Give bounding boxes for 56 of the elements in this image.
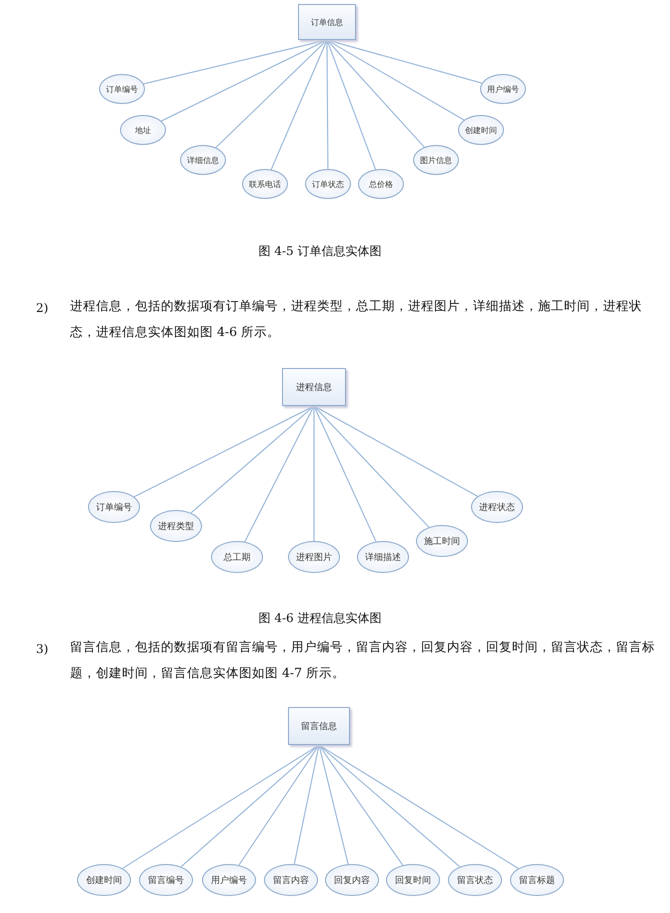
- figure-caption: 图 4-6 进程信息实体图: [258, 610, 382, 627]
- entity-box: 订单信息: [298, 4, 356, 40]
- attribute-ellipse: 地址: [120, 115, 166, 145]
- attribute-ellipse: 进程状态: [471, 491, 523, 523]
- attribute-ellipse: 回复内容: [325, 864, 379, 896]
- list-number: 2): [36, 300, 50, 317]
- list-number: 3): [36, 641, 50, 658]
- connector-line: [318, 744, 349, 865]
- attribute-ellipse: 留言标题: [510, 864, 564, 896]
- connector-line: [270, 40, 328, 170]
- attribute-ellipse: 留言状态: [448, 864, 502, 896]
- connector-line: [122, 744, 320, 869]
- connector-line: [180, 744, 320, 868]
- connector-line: [326, 40, 464, 120]
- connector-line: [143, 40, 328, 84]
- attribute-ellipse: 订单编号: [88, 491, 140, 523]
- paragraph: 留言信息，包括的数据项有留言编号，用户编号，留言内容，回复内容，回复时间，留言状态，留言标题，创建时间，留言信息实体图如图 4-7 所示。: [70, 638, 656, 682]
- attribute-ellipse: 图片信息: [413, 145, 459, 175]
- attribute-ellipse: 创建时间: [77, 864, 131, 896]
- attribute-ellipse: 详细描述: [357, 541, 409, 573]
- attribute-ellipse: 回复时间: [386, 864, 440, 896]
- connector-line: [326, 40, 376, 170]
- figure-caption: 图 4-5 订单信息实体图: [258, 243, 382, 260]
- connector-line: [190, 406, 314, 514]
- paragraph: 进程信息，包括的数据项有订单编号，进程类型，总工期，进程图片，详细描述，施工时间，进程状态，进程信息实体图如图 4-6 所示。: [70, 297, 643, 341]
- connector-line: [326, 40, 425, 148]
- connector-line: [318, 744, 460, 868]
- connector-line: [314, 406, 478, 497]
- connector-line: [294, 744, 320, 865]
- attribute-ellipse: 订单状态: [305, 169, 351, 199]
- connector-line: [314, 406, 376, 542]
- attribute-ellipse: 创建时间: [458, 115, 504, 145]
- connector-line: [238, 744, 320, 866]
- connector-line: [326, 40, 328, 170]
- entity-box: 留言信息: [288, 707, 350, 745]
- connector-line: [160, 40, 328, 122]
- attribute-ellipse: 订单编号: [99, 74, 145, 104]
- attribute-ellipse: 总价格: [358, 169, 404, 199]
- connector-line: [134, 406, 314, 498]
- attribute-ellipse: 留言编号: [139, 864, 193, 896]
- attribute-ellipse: 施工时间: [416, 525, 468, 557]
- attribute-ellipse: 用户编号: [202, 864, 256, 896]
- connector-line: [215, 40, 328, 148]
- connector-line: [318, 744, 404, 866]
- attribute-ellipse: 详细信息: [180, 145, 226, 175]
- attribute-ellipse: 用户编号: [480, 74, 526, 104]
- connector-line: [326, 40, 482, 84]
- attribute-ellipse: 进程类型: [150, 510, 202, 542]
- attribute-ellipse: 留言内容: [264, 864, 318, 896]
- attribute-ellipse: 总工期: [211, 541, 263, 573]
- attribute-ellipse: 进程图片: [288, 541, 340, 573]
- connector-line: [318, 744, 519, 869]
- entity-box: 进程信息: [282, 368, 346, 406]
- connector-line: [314, 406, 430, 528]
- attribute-ellipse: 联系电话: [242, 169, 288, 199]
- connector-line: [244, 406, 314, 542]
